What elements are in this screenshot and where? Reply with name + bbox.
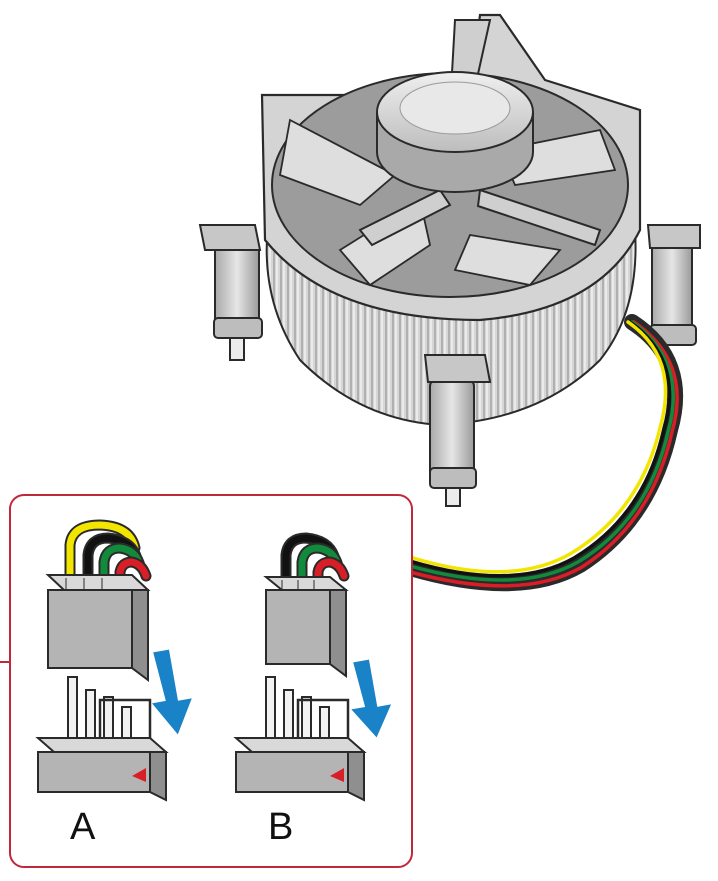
- fan-cable-icon: [402, 314, 684, 592]
- motherboard-header-icon: [233, 676, 367, 802]
- mounting-post-left: [198, 224, 263, 361]
- cpu-fan-heatsink-icon: [198, 13, 701, 507]
- motherboard-header-icon: [35, 676, 169, 802]
- mounting-post-right: [646, 224, 701, 346]
- option-a-label: A: [70, 806, 96, 848]
- connector-b-wires: [280, 532, 350, 592]
- mounting-post-front: [423, 354, 492, 507]
- 4-pin-connector-icon: [45, 574, 151, 682]
- connector-option-b: [233, 532, 392, 802]
- down-arrow-icon: [351, 659, 392, 738]
- connector-a-wires: [64, 519, 152, 592]
- fan-hub: [376, 71, 534, 193]
- 3-pin-connector-icon: [263, 576, 349, 678]
- connector-option-a: [35, 519, 192, 802]
- option-b-label: B: [268, 806, 294, 848]
- down-arrow-icon: [152, 649, 192, 735]
